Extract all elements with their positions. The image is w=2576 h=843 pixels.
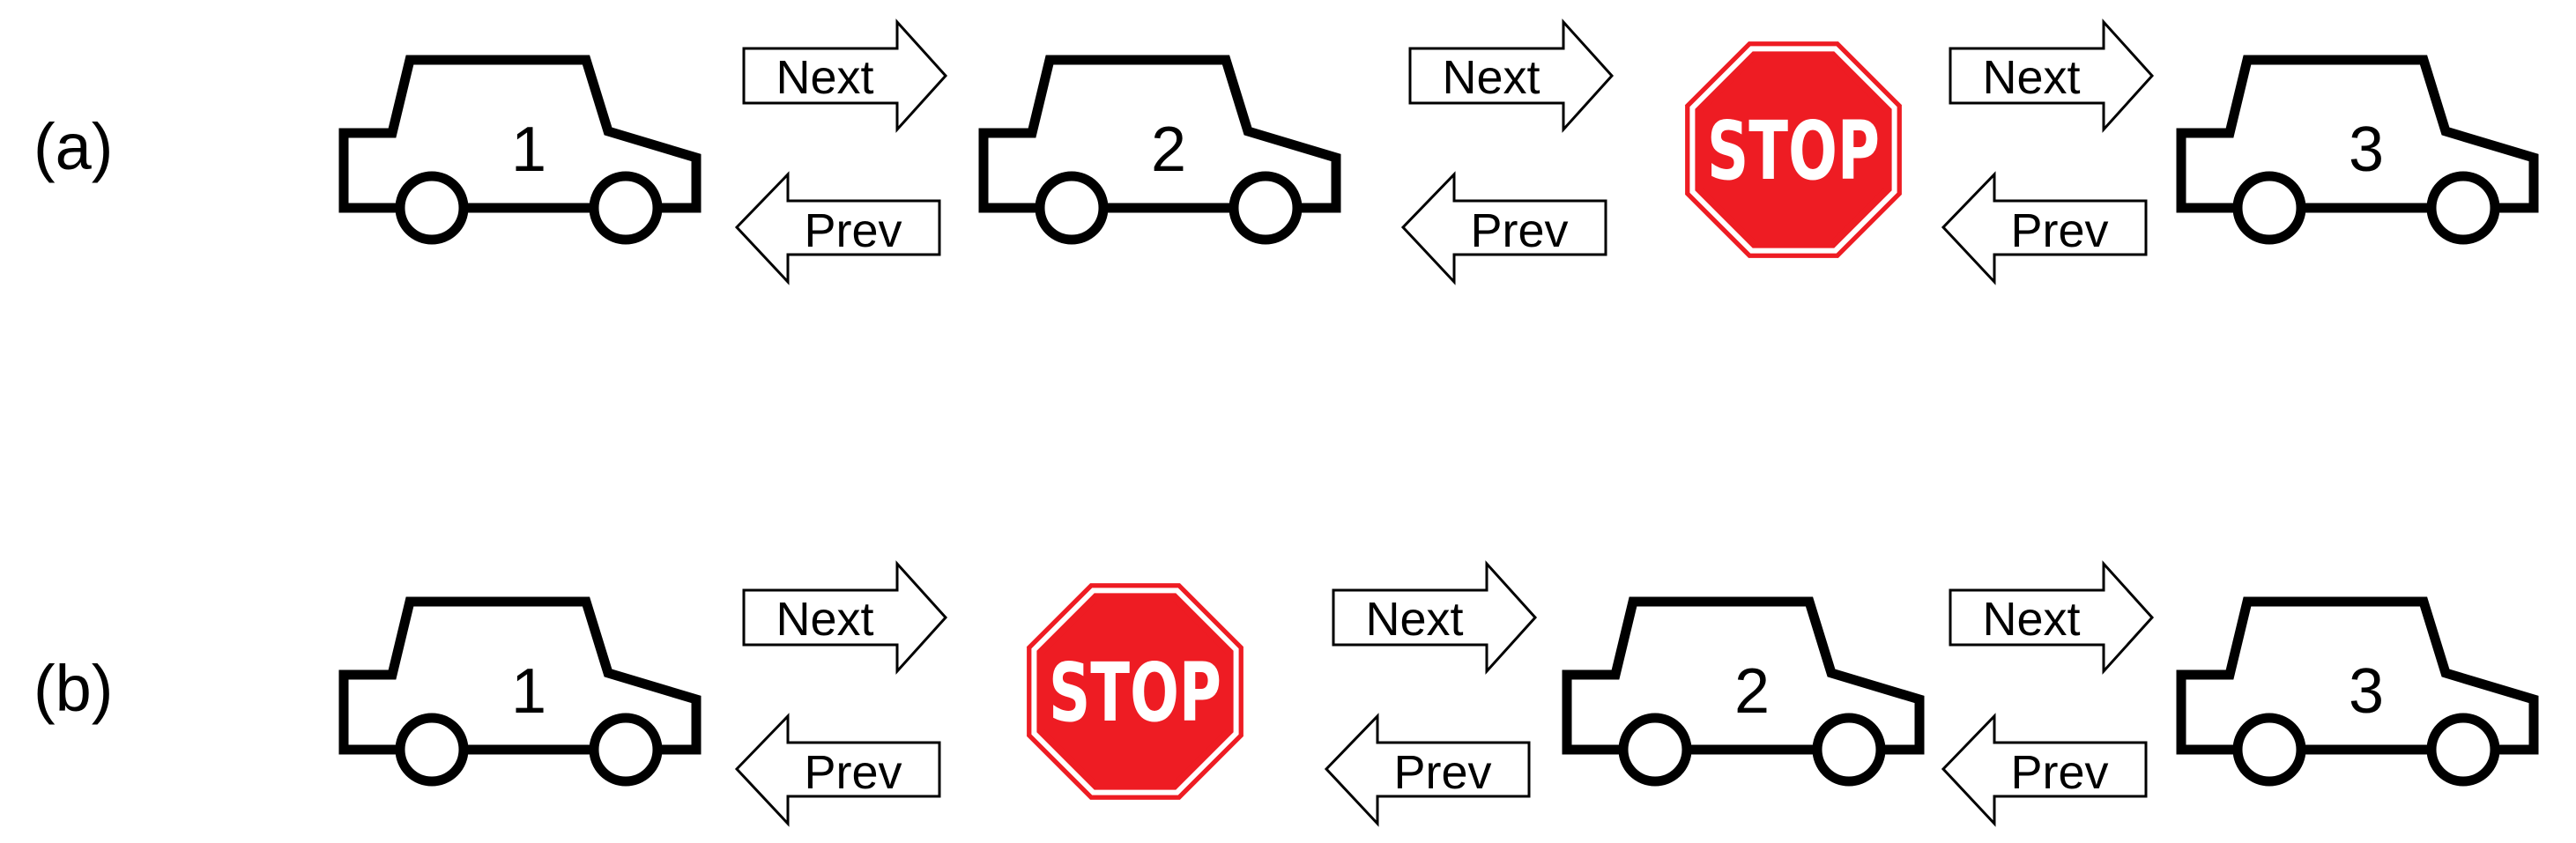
- prev-label: Prev: [804, 204, 902, 257]
- prev-label: Prev: [2010, 204, 2108, 257]
- stop-sign-icon: STOP: [1027, 583, 1243, 800]
- next-arrow: Next: [742, 560, 948, 675]
- prev-arrow: Prev: [1941, 713, 2148, 827]
- next-label: Next: [1365, 593, 1463, 646]
- prev-label: Prev: [2010, 746, 2108, 799]
- arrow-left-icon: [1400, 171, 1607, 285]
- car-number: 3: [2349, 656, 2384, 727]
- next-arrow: Next: [1949, 18, 2155, 133]
- arrow-right-icon: [1949, 18, 2155, 133]
- next-arrow: Next: [1949, 560, 2155, 675]
- next-arrow: Next: [1408, 18, 1615, 133]
- car-icon: 1: [338, 55, 702, 245]
- car-icon: 2: [1562, 596, 1925, 787]
- prev-label: Prev: [1393, 746, 1491, 799]
- car-icon: 3: [2176, 596, 2539, 787]
- car-number: 3: [2349, 115, 2384, 185]
- next-label: Next: [1442, 51, 1540, 104]
- arrow-left-icon: [1941, 713, 2148, 827]
- arrow-right-icon: [742, 18, 948, 133]
- arrow-left-icon: [734, 713, 941, 827]
- stop-sign-icon: STOP: [1685, 41, 1902, 258]
- car-icon: 3: [2176, 55, 2539, 245]
- prev-label: Prev: [1470, 204, 1568, 257]
- car-number: 2: [1151, 115, 1186, 185]
- arrow-right-icon: [1408, 18, 1615, 133]
- car-number: 1: [511, 115, 546, 185]
- row-label: (a): [33, 110, 113, 183]
- next-arrow: Next: [742, 18, 948, 133]
- next-label: Next: [1982, 51, 2080, 104]
- row-label: (b): [33, 652, 113, 725]
- next-arrow: Next: [1332, 560, 1538, 675]
- arrow-left-icon: [1941, 171, 2148, 285]
- prev-arrow: Prev: [734, 713, 941, 827]
- car-icon: 1: [338, 596, 702, 787]
- arrow-right-icon: [742, 560, 948, 675]
- arrow-right-icon: [1332, 560, 1538, 675]
- next-label: Next: [1982, 593, 2080, 646]
- prev-arrow: Prev: [734, 171, 941, 285]
- prev-label: Prev: [804, 746, 902, 799]
- arrow-left-icon: [1324, 713, 1531, 827]
- next-label: Next: [776, 593, 873, 646]
- car-icon: 2: [978, 55, 1341, 245]
- car-number: 2: [1734, 656, 1770, 727]
- next-label: Next: [776, 51, 873, 104]
- prev-arrow: Prev: [1400, 171, 1607, 285]
- arrow-left-icon: [734, 171, 941, 285]
- arrow-right-icon: [1949, 560, 2155, 675]
- stop-label: STOP: [1707, 104, 1880, 198]
- car-number: 1: [511, 656, 546, 727]
- prev-arrow: Prev: [1941, 171, 2148, 285]
- prev-arrow: Prev: [1324, 713, 1531, 827]
- stop-label: STOP: [1049, 646, 1221, 740]
